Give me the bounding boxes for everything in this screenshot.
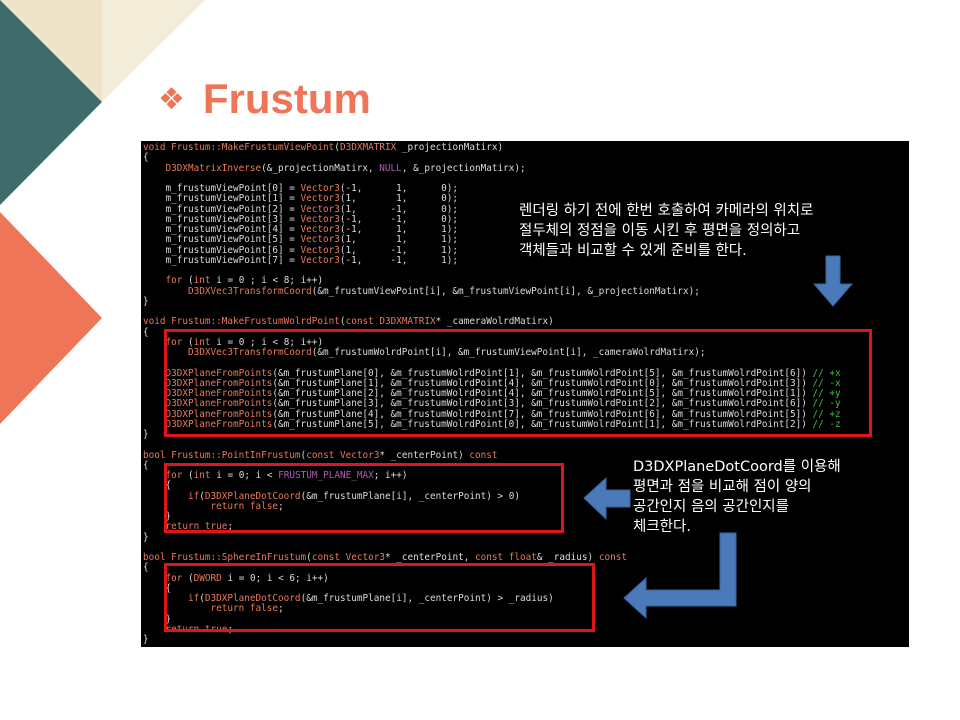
code-text: void Frustum::MakeFrustumViewPoint(D3DXM… (143, 142, 841, 645)
diamond-bullet-icon: ❖ (158, 81, 185, 117)
slide-title-text: Frustum (202, 75, 371, 122)
slide-title: ❖ Frustum (158, 74, 371, 124)
code-screenshot: void Frustum::MakeFrustumViewPoint(D3DXM… (141, 141, 909, 647)
note-make-frustum: 렌더링 하기 전에 한번 호출하여 카메라의 위치로 절두체의 정점을 이동 시… (519, 203, 814, 259)
note-dot-coord: D3DXPlaneDotCoord를 이용해 평면과 점을 비교해 점이 양의 … (633, 459, 841, 535)
